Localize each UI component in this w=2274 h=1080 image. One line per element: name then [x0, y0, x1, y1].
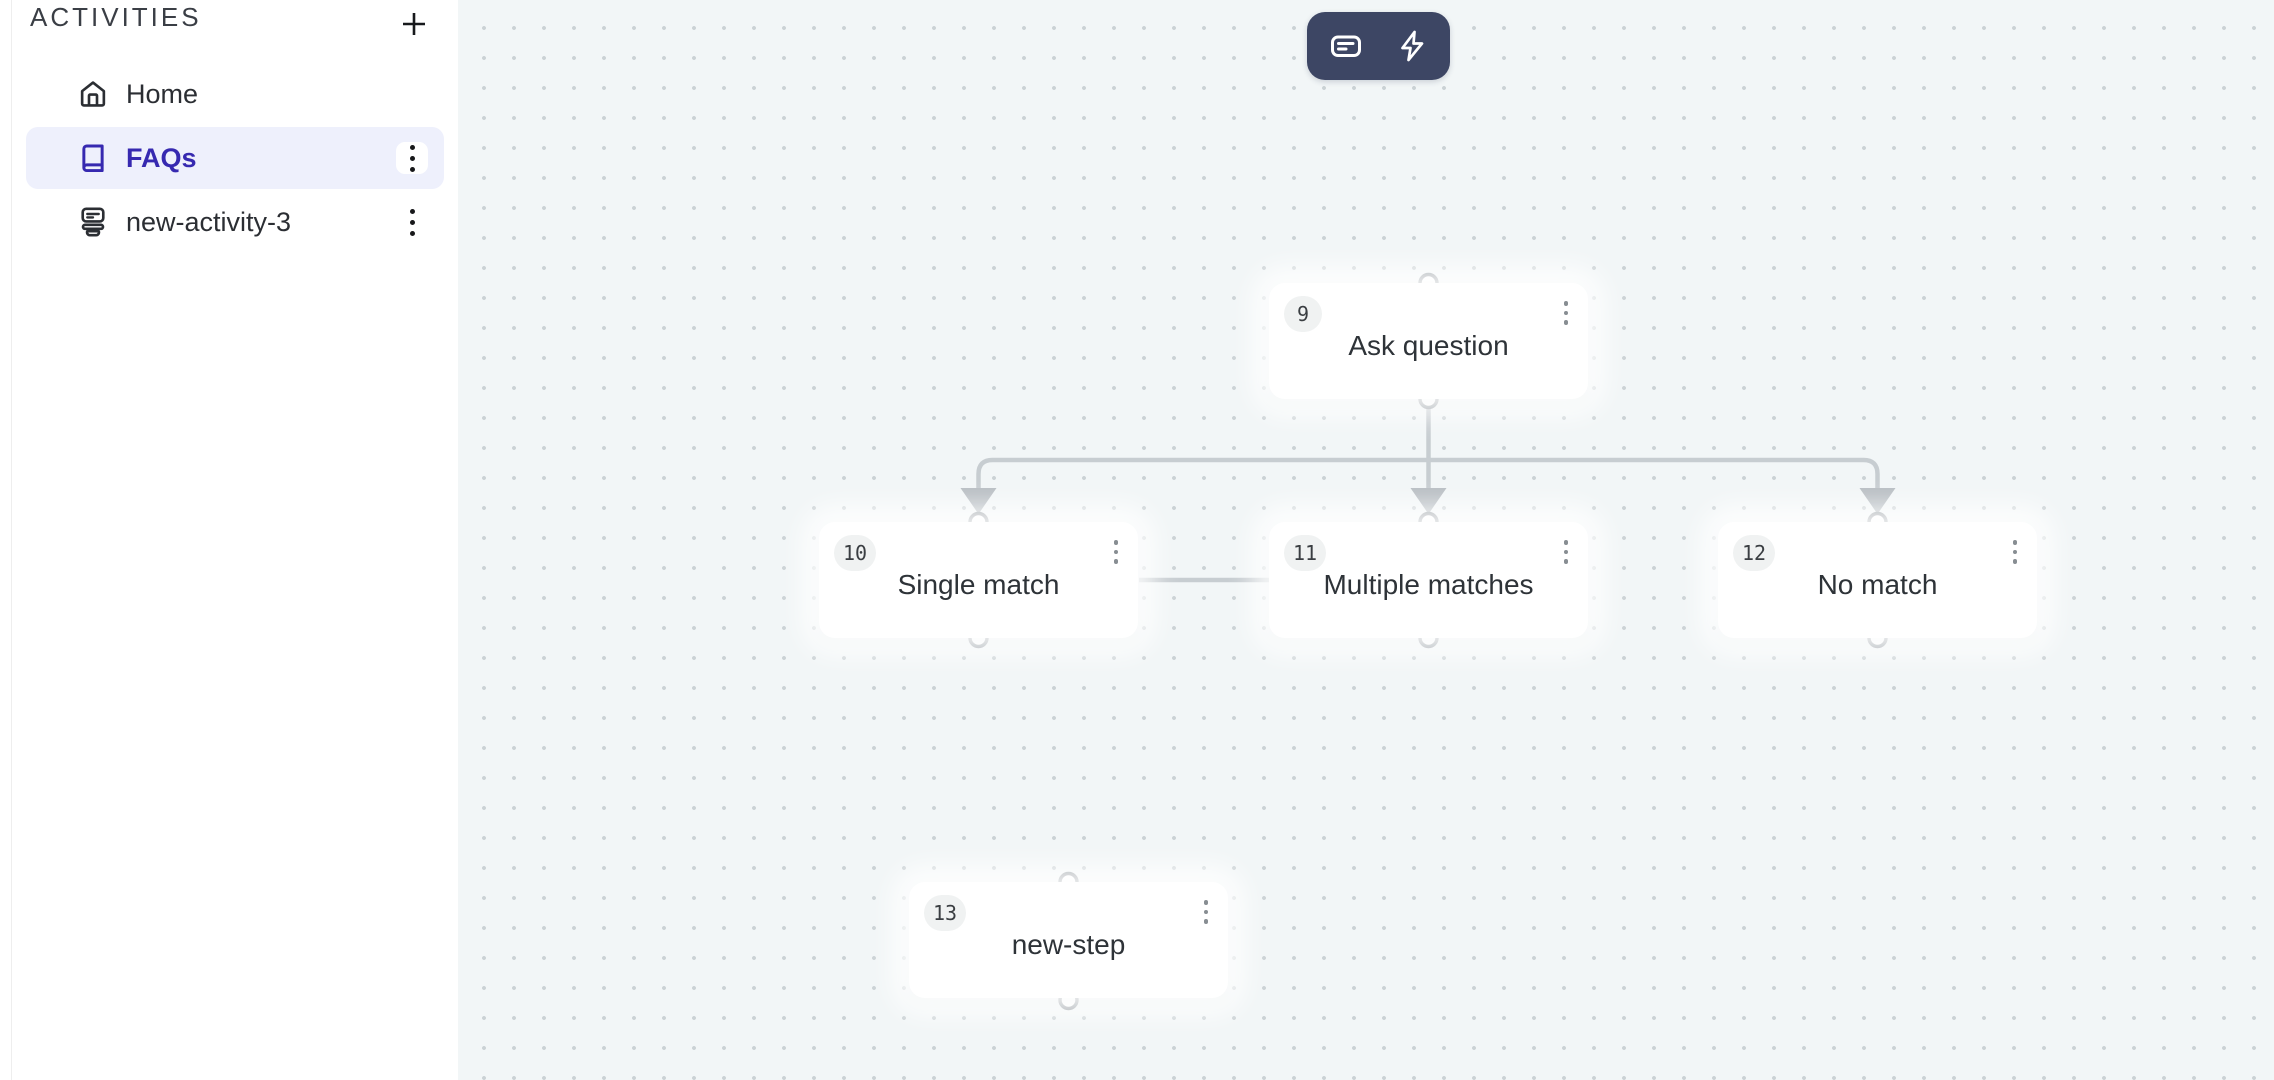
flow-canvas[interactable]: 9 Ask question 10 Single match 11 Multip… [458, 0, 2274, 1080]
node-title: Single match [897, 569, 1060, 600]
arrowhead-single [960, 488, 997, 514]
activities-sidebar: ACTIVITIES Home FAQs [12, 0, 458, 1080]
step-number-badge: 12 [1733, 535, 1776, 571]
sidebar-item-home[interactable]: Home [26, 63, 444, 125]
sidebar-item-label: Home [126, 78, 199, 109]
node-new-step[interactable]: 13 new-step [909, 882, 1228, 998]
lightning-button[interactable] [1394, 28, 1430, 64]
home-icon [76, 77, 110, 111]
note-card-button[interactable] [1328, 28, 1364, 64]
node-kebab-menu-icon[interactable] [1562, 299, 1571, 327]
activities-list: Home FAQs new [12, 63, 458, 255]
new-activity-kebab-menu-icon[interactable] [396, 206, 428, 238]
step-number-badge: 13 [924, 895, 967, 931]
sidebar-item-new-activity-3[interactable]: new-activity-3 [26, 191, 444, 253]
sidebar-item-label: FAQs [126, 142, 197, 173]
node-kebab-menu-icon[interactable] [1562, 538, 1571, 566]
edge-arrowheads [960, 488, 1896, 514]
lightning-icon [1400, 30, 1423, 62]
step-number-badge: 9 [1284, 296, 1322, 332]
arrowhead-no-match [1859, 488, 1896, 514]
node-title: No match [1817, 569, 1938, 600]
node-kebab-menu-icon[interactable] [2011, 538, 2020, 566]
faqs-kebab-menu-icon[interactable] [396, 142, 428, 174]
node-ask-question[interactable]: 9 Ask question [1269, 283, 1588, 399]
step-number-badge: 10 [834, 535, 877, 571]
left-rail [0, 0, 12, 1080]
note-card-icon [1330, 35, 1361, 57]
node-title: Multiple matches [1323, 569, 1534, 600]
node-kebab-menu-icon[interactable] [1112, 538, 1121, 566]
node-title: new-step [1011, 929, 1126, 960]
sidebar-header: ACTIVITIES [30, 2, 202, 32]
sidebar-item-label: new-activity-3 [126, 206, 292, 237]
activity-stack-icon [76, 205, 110, 239]
node-title: Ask question [1348, 330, 1509, 361]
sidebar-item-faqs[interactable]: FAQs [26, 127, 444, 189]
node-multiple-matches[interactable]: 11 Multiple matches [1269, 522, 1588, 638]
canvas-toolbar [1307, 12, 1450, 80]
book-icon [76, 141, 110, 175]
edge-split-bar [976, 457, 1880, 490]
node-single-match[interactable]: 10 Single match [819, 522, 1138, 638]
add-activity-button[interactable] [396, 6, 432, 42]
arrowhead-multiple [1410, 488, 1447, 514]
plus-icon [403, 13, 425, 35]
node-kebab-menu-icon[interactable] [1202, 898, 1211, 926]
node-no-match[interactable]: 12 No match [1718, 522, 2037, 638]
step-number-badge: 11 [1284, 535, 1327, 571]
